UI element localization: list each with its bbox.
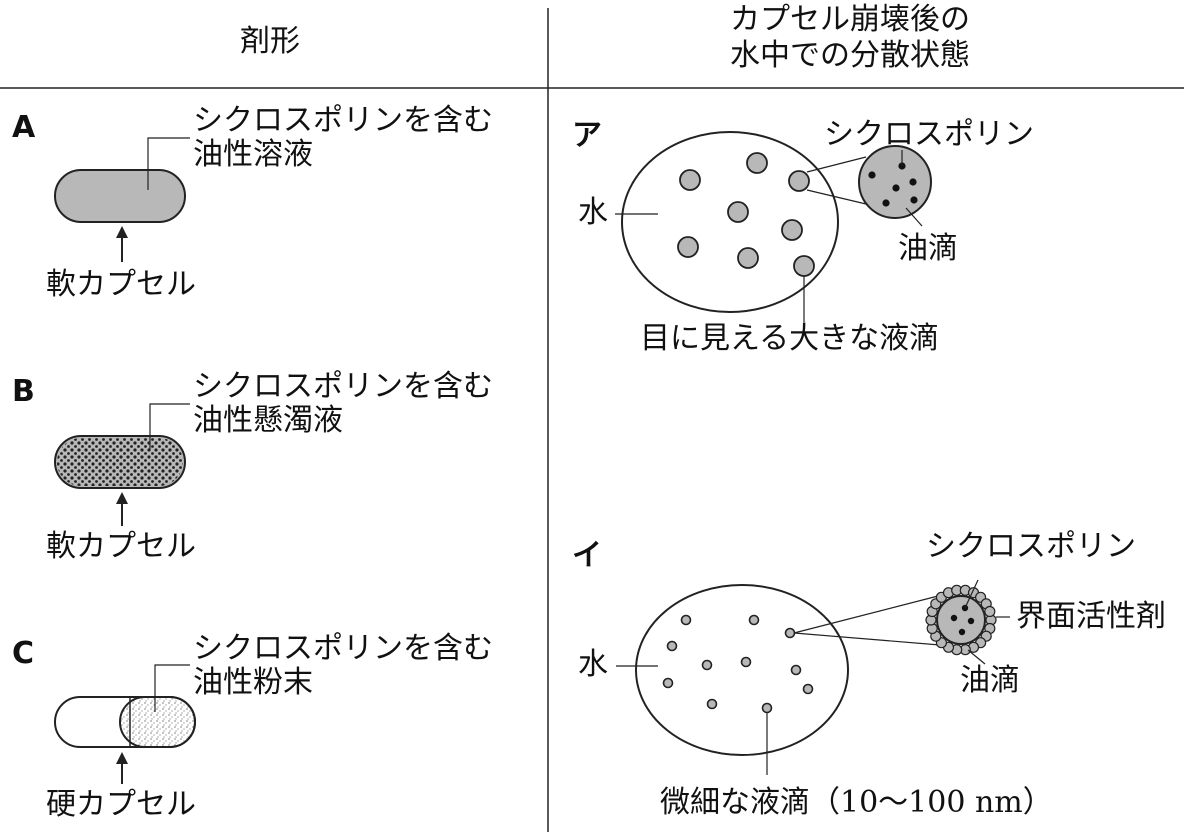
form-letter-a: A [12,110,36,145]
state-a-drug: シクロスポリン [824,117,1034,152]
drug-dots-a [868,162,918,207]
form-a-desc-line2: 油性溶液 [193,137,313,172]
oil-droplet-zoom-b [936,595,986,645]
dispersion-a [615,131,932,322]
header-dispersion: カプセル崩壊後の 水中での分散状態 [640,2,1060,74]
header-dispersion-line1: カプセル崩壊後の [730,2,970,37]
state-b-caption: 微細な液滴（10〜100 nm） [660,785,1053,820]
drug-leader-b [964,579,979,609]
form-b-desc-line1: シクロスポリンを含む [193,369,493,404]
zoom-line-bottom-a [806,189,867,205]
state-a-water: 水 [578,195,608,230]
zoom-line-top-b [793,595,939,634]
fine-droplets [662,614,814,714]
state-b-oil: 油滴 [960,663,1020,698]
form-b-desc-line2: 油性懸濁液 [193,403,343,438]
state-letter-a: ア [572,118,602,153]
header-form: 剤形 [160,24,380,60]
oil-droplet-zoom-a [858,145,932,219]
leader-a [147,137,190,190]
oil-leader-b [967,649,986,665]
form-a-capsule: 軟カプセル [46,267,196,302]
state-a-oil: 油滴 [898,231,958,266]
form-c-capsule: 硬カプセル [46,787,196,822]
header-form-label: 剤形 [240,24,300,59]
dispersion-b [616,579,1010,775]
arrowhead-c [116,752,128,764]
water-ellipse-b [635,584,849,756]
form-letter-c: C [12,636,35,671]
soft-capsule-a [54,169,186,223]
state-b-water: 水 [578,647,608,682]
form-a-desc-line1: シクロスポリンを含む [193,103,493,138]
arrowhead-a [116,226,128,238]
form-letter-b: B [12,374,35,409]
leader-b [149,403,190,450]
state-b-surfactant: 界面活性剤 [1016,599,1166,634]
oil-leader-a [905,207,923,227]
hard-capsule-cap [119,696,196,748]
form-c-desc-line2: 油性粉末 [193,665,313,700]
zoom-line-bottom-b [793,632,941,646]
state-a-caption: 目に見える大きな液滴 [640,321,940,356]
arrowhead-b [116,492,128,504]
capsule-a [54,137,190,262]
water-ellipse-a [621,131,839,313]
state-b-drug: シクロスポリン [926,529,1136,564]
form-b-capsule: 軟カプセル [46,529,196,564]
header-dispersion-line2: 水中での分散状態 [730,38,970,73]
suspension-dots [57,438,183,486]
surfactant-head [984,605,996,618]
large-droplets [677,152,815,277]
capsule-c [54,664,196,784]
leader-c [154,664,190,712]
zoom-line-top-a [806,156,867,173]
surfactant-heads [925,584,997,656]
capsule-b [54,403,190,526]
state-letter-b: イ [572,538,602,573]
form-c-desc-line1: シクロスポリンを含む [193,631,493,666]
